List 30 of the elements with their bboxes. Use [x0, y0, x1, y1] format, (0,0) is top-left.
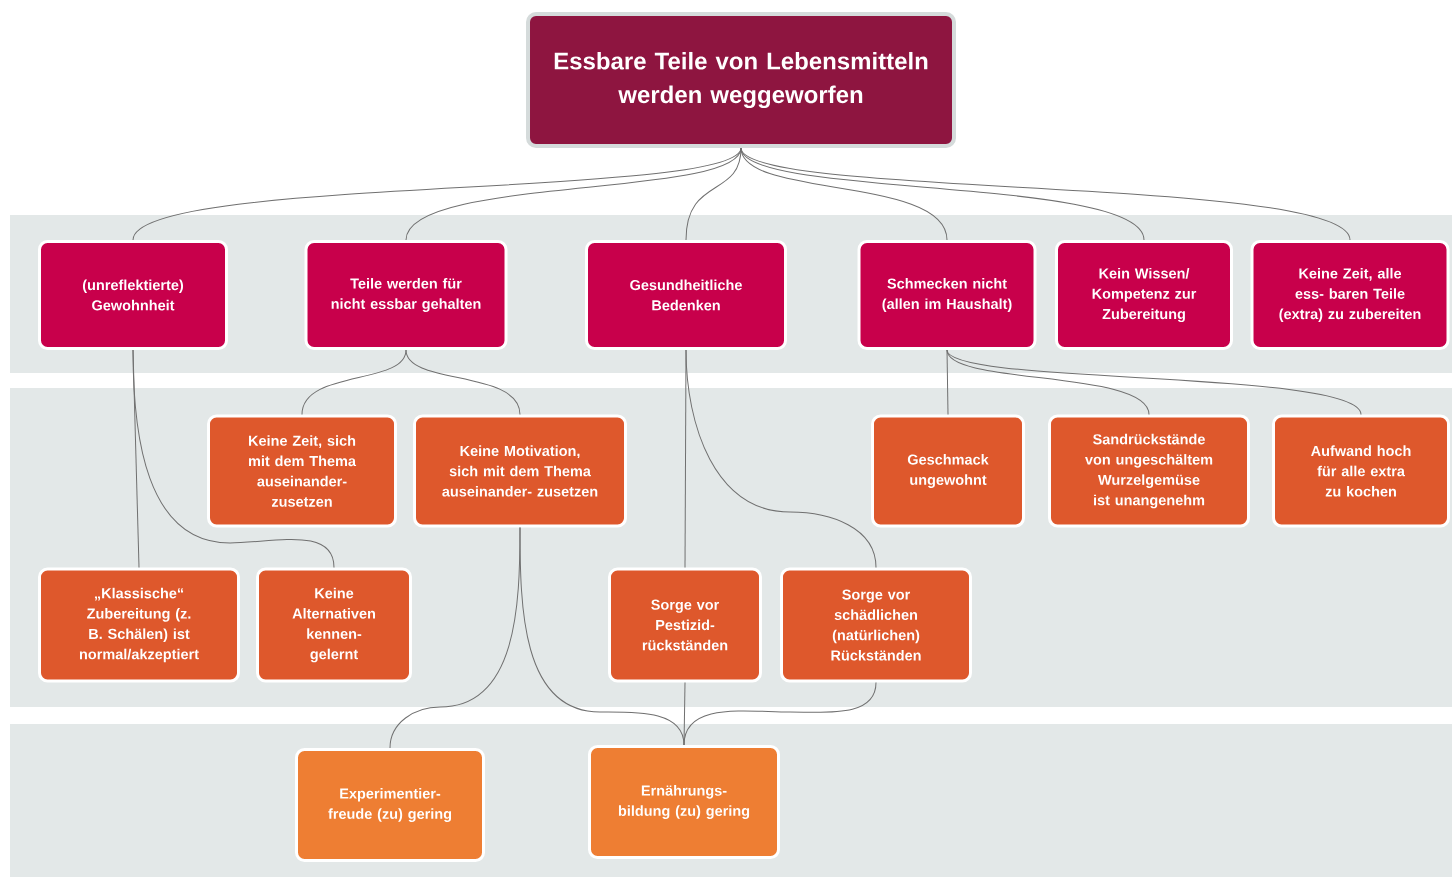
title-box: Essbare Teile von Lebensmitteln werden weggeworfen: [526, 12, 956, 148]
connector-line: [405, 349, 521, 415]
cause-box: Sorge vor schädlichen (natürlichen) Rückständen: [780, 567, 972, 683]
connector-line: [132, 349, 335, 568]
cause-box: Teile werden für nicht essbar gehalten: [304, 240, 508, 350]
connector-line: [946, 349, 949, 415]
cause-box: Experimentier- freude (zu) gering: [295, 748, 485, 862]
cause-box: Keine Motivation, sich mit dem Thema auseinander- zusetzen: [413, 414, 627, 528]
cause-box: (unreflektierte) Gewohnheit: [38, 240, 228, 350]
cause-box: Schmecken nicht (allen im Haushalt): [857, 240, 1037, 350]
cause-box: Keine Alternativen kennen- gelernt: [256, 567, 412, 683]
connector-line: [946, 349, 1150, 415]
cause-box: Sorge vor Pestizid- rückständen: [608, 567, 762, 683]
cause-box: Geschmack ungewohnt: [871, 414, 1025, 528]
connector-line: [683, 682, 877, 746]
cause-box: Sandrückstände von ungeschältem Wurzelgemüse ist unangenehm: [1048, 414, 1250, 528]
connector-line: [683, 682, 686, 746]
connector-line: [685, 349, 877, 568]
cause-box: Keine Zeit, alle ess- baren Teile (extra) zu zubereiten: [1250, 240, 1450, 350]
cause-box: Keine Zeit, sich mit dem Thema auseinander- zusetzen: [207, 414, 397, 528]
cause-box: „Klassische“ Zubereitung (z. B. Schälen) ist normal/akzeptiert: [38, 567, 240, 683]
connector-line: [740, 147, 1351, 241]
cause-box: Ernährungs- bildung (zu) gering: [588, 745, 780, 859]
connector-line: [685, 147, 742, 241]
cause-box: Gesundheitliche Bedenken: [585, 240, 787, 350]
connector-line: [740, 147, 948, 241]
cause-box: Kein Wissen/ Kompetenz zur Zubereitung: [1055, 240, 1233, 350]
connector-line: [946, 349, 1362, 415]
cause-box: Aufwand hoch für alle extra zu kochen: [1272, 414, 1450, 528]
connector-line: [301, 349, 407, 415]
